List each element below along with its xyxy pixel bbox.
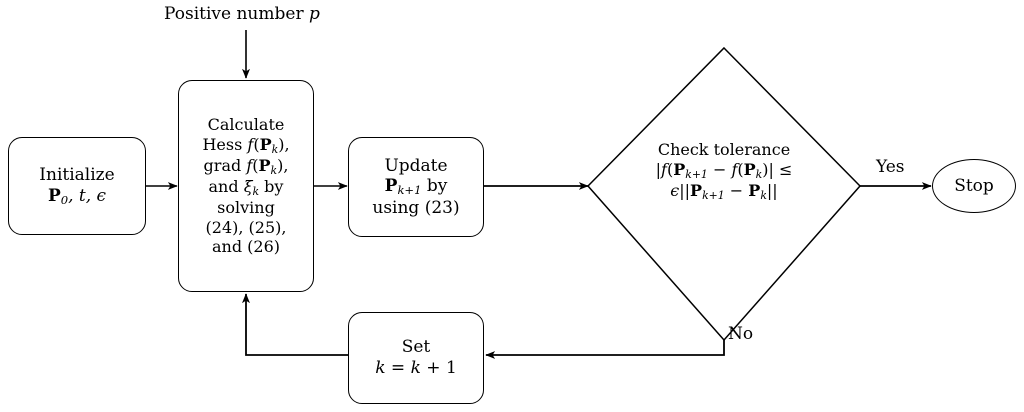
node-update[interactable]: Update Pk+1 by using (23)	[348, 137, 484, 237]
edge-set-to-calculate	[242, 293, 348, 356]
node-calculate-line-4: and ξk by	[208, 177, 284, 199]
node-update-line-3: using (23)	[372, 197, 460, 218]
node-set-line-2: k = k + 1	[375, 358, 457, 378]
input-label-text: Positive number p	[164, 4, 320, 24]
node-decision-line-3: ϵ||Pk+1 − Pk||	[670, 180, 778, 202]
node-initialize-line-2: P0, t, ϵ	[47, 185, 107, 207]
node-stop[interactable]: Stop	[932, 159, 1016, 213]
node-calculate-line-1: Calculate	[207, 115, 285, 135]
input-label: Positive number p	[164, 4, 320, 24]
node-decision-text: Check tolerance |f(Pk+1 − f(Pk)| ≤ ϵ||Pk…	[612, 140, 836, 202]
node-initialize[interactable]: Initialize P0, t, ϵ	[8, 137, 146, 235]
node-calculate-line-3: grad f(Pk),	[203, 155, 289, 177]
node-decision-line-2: |f(Pk+1 − f(Pk)| ≤	[655, 159, 793, 181]
node-calculate-line-2: Hess f(Pk),	[202, 134, 290, 156]
node-initialize-line-1: Initialize	[39, 164, 115, 185]
node-calculate-line-5: solving	[217, 198, 275, 218]
node-update-line-2: Pk+1 by	[384, 176, 448, 198]
edge-decision-no-to-set	[485, 340, 725, 359]
node-stop-label: Stop	[954, 175, 994, 196]
node-calculate[interactable]: Calculate Hess f(Pk), grad f(Pk), and ξk…	[178, 80, 314, 292]
node-decision-line-1: Check tolerance	[657, 140, 791, 159]
node-set[interactable]: Set k = k + 1	[348, 312, 484, 404]
edge-label-yes: Yes	[876, 157, 905, 177]
node-set-line-1: Set	[401, 337, 431, 358]
node-calculate-line-6: (24), (25),	[205, 217, 287, 237]
node-calculate-line-7: and (26)	[211, 237, 280, 257]
node-update-line-1: Update	[384, 155, 448, 176]
edge-label-no: No	[728, 324, 754, 344]
